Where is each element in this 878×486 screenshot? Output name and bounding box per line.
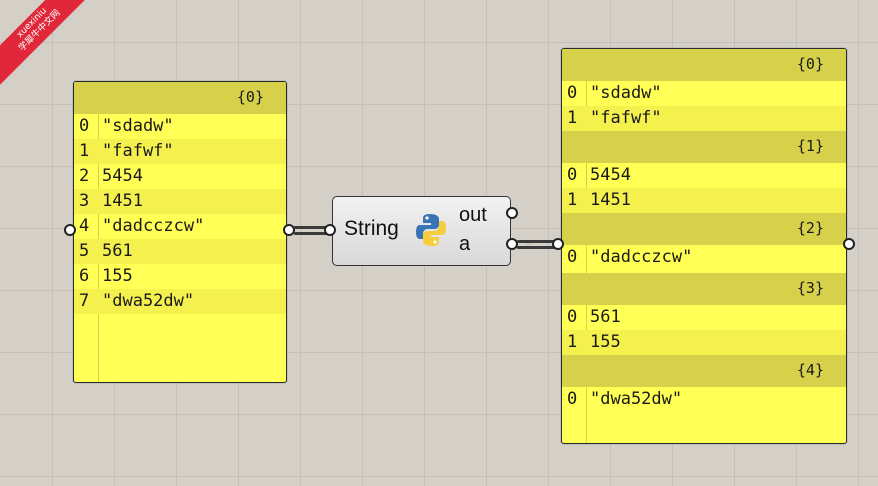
item-value: 561: [590, 307, 621, 327]
input-panel-in-port[interactable]: [64, 224, 76, 236]
item-value: "fafwf": [102, 141, 174, 161]
list-item: 7 "dwa52dw": [74, 289, 286, 314]
item-index: 6: [79, 266, 90, 286]
list-item: 0 "dadcczcw": [562, 245, 846, 270]
item-value: 155: [590, 332, 621, 352]
list-item: 2 5454: [74, 164, 286, 189]
list-item: 1 "fafwf": [74, 139, 286, 164]
wire-input: [294, 226, 328, 229]
branch-path: {2}: [796, 219, 824, 237]
item-index: 7: [79, 291, 90, 311]
item-value: "dadcczcw": [102, 216, 205, 236]
item-value: "sdadw": [102, 116, 174, 136]
item-index: 4: [79, 216, 90, 236]
item-index: 3: [79, 191, 90, 211]
python-string-component[interactable]: String out a: [332, 196, 511, 266]
component-a-port[interactable]: [506, 238, 518, 250]
output-out-label: out: [459, 204, 487, 226]
item-index: 0: [567, 83, 578, 103]
item-value: 561: [102, 241, 133, 261]
item-value: "dwa52dw": [590, 389, 683, 409]
branch-path: {0}: [796, 55, 824, 73]
python-icon: [416, 214, 446, 246]
component-in-port[interactable]: [324, 224, 336, 236]
panel-gutter: [586, 49, 587, 443]
wire-input-2: [294, 232, 328, 235]
input-panel-out-port[interactable]: [283, 224, 295, 236]
branch-path: {3}: [796, 279, 824, 297]
branch-header: {3}: [562, 273, 846, 305]
item-value: "dadcczcw": [590, 247, 693, 267]
watermark-ribbon: xuexiniu 学犀牛中文网: [0, 0, 100, 91]
output-panel-out-port[interactable]: [843, 238, 855, 250]
list-item: 0 "sdadw": [562, 81, 846, 106]
list-item: 5 561: [74, 239, 286, 264]
item-index: 1: [567, 332, 578, 352]
wire-output-2: [517, 246, 555, 249]
list-item: 3 1451: [74, 189, 286, 214]
input-panel[interactable]: {0} 0 "sdadw" 1 "fafwf" 2 5454 3 1451 4 "dadcczcw…: [73, 81, 287, 383]
item-index: 0: [567, 389, 578, 409]
output-a-label: a: [459, 233, 471, 255]
list-item: 0 "sdadw": [74, 114, 286, 139]
component-name: String: [344, 217, 399, 240]
item-value: 1451: [102, 191, 143, 211]
item-index: 2: [79, 166, 90, 186]
branch-header: {0}: [74, 82, 286, 114]
output-panel[interactable]: {0} 0 "sdadw" 1 "fafwf" {1} 0 5454 1 1451 {2} 0 "dad…: [561, 48, 847, 444]
list-item: 1 155: [562, 330, 846, 355]
branch-path: {1}: [796, 137, 824, 155]
wire-output-gap: [526, 243, 532, 245]
panel-gutter: [98, 82, 99, 382]
branch-header: {1}: [562, 131, 846, 163]
item-index: 1: [567, 108, 578, 128]
item-index: 1: [79, 141, 90, 161]
item-value: "fafwf": [590, 108, 662, 128]
item-value: 155: [102, 266, 133, 286]
branch-header: {2}: [562, 213, 846, 245]
item-value: 5454: [590, 165, 631, 185]
list-item: 0 "dwa52dw": [562, 387, 846, 412]
item-value: "sdadw": [590, 83, 662, 103]
item-value: 5454: [102, 166, 143, 186]
item-value: "dwa52dw": [102, 291, 195, 311]
item-index: 0: [567, 247, 578, 267]
item-index: 0: [567, 165, 578, 185]
branch-path: {0}: [236, 88, 264, 106]
wire-output: [517, 240, 555, 243]
component-out-port[interactable]: [506, 207, 518, 219]
item-index: 0: [567, 307, 578, 327]
branch-path: {4}: [796, 361, 824, 379]
item-index: 0: [79, 116, 90, 136]
item-index: 1: [567, 190, 578, 210]
list-item: 4 "dadcczcw": [74, 214, 286, 239]
list-item: 0 561: [562, 305, 846, 330]
list-item: 1 "fafwf": [562, 106, 846, 131]
watermark-line1: xuexiniu: [15, 6, 50, 41]
list-item: 0 5454: [562, 163, 846, 188]
branch-header: {4}: [562, 355, 846, 387]
list-item: 1 1451: [562, 188, 846, 213]
item-value: 1451: [590, 190, 631, 210]
item-index: 5: [79, 241, 90, 261]
list-item: 6 155: [74, 264, 286, 289]
output-panel-in-port[interactable]: [552, 238, 564, 250]
branch-header: {0}: [562, 49, 846, 81]
